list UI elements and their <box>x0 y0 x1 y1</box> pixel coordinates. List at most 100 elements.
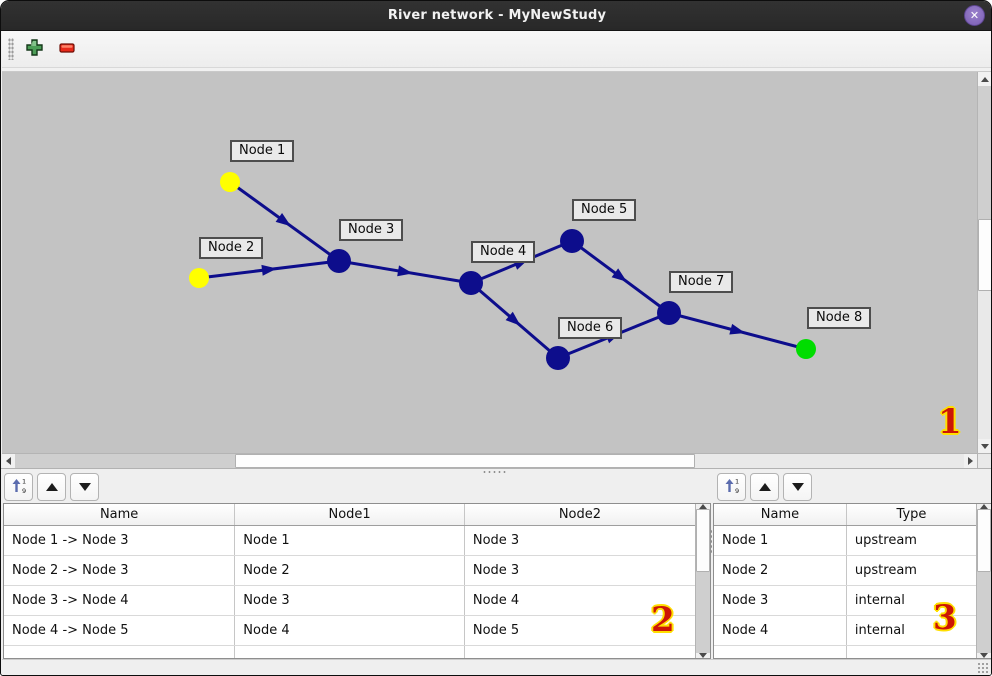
sort-ascending-icon: 1 9 <box>11 477 27 497</box>
column-header[interactable]: Type <box>846 504 976 526</box>
scroll-track[interactable] <box>978 86 991 219</box>
toolbar-grip-handle[interactable] <box>8 38 14 60</box>
scroll-thumb[interactable] <box>978 219 991 291</box>
node-internal[interactable] <box>546 346 570 370</box>
triangle-down-icon <box>78 483 91 491</box>
column-header[interactable]: Node1 <box>234 504 465 526</box>
splitter-handle-icon[interactable] <box>482 470 508 474</box>
scroll-track[interactable] <box>977 572 991 653</box>
scroll-track[interactable] <box>15 454 235 468</box>
nodes-move-down-button[interactable] <box>783 473 812 501</box>
scroll-down-button[interactable] <box>977 653 991 658</box>
table-cell[interactable] <box>464 645 695 658</box>
scroll-down-button[interactable] <box>978 439 991 453</box>
scroll-track[interactable] <box>695 454 964 468</box>
triangle-up-icon <box>981 76 989 82</box>
plus-icon <box>25 39 43 59</box>
resize-grip-icon[interactable] <box>977 662 988 673</box>
table-cell[interactable]: Node 4 <box>234 615 465 646</box>
scroll-up-button[interactable] <box>978 72 991 86</box>
main-toolbar <box>2 31 991 67</box>
reaches-table-scrollbar[interactable] <box>695 504 710 658</box>
triangle-up-icon <box>45 483 58 491</box>
canvas-horizontal-scrollbar[interactable] <box>2 453 977 468</box>
table-cell[interactable]: Node 1 <box>234 525 465 556</box>
node-internal[interactable] <box>560 229 584 253</box>
remove-node-button[interactable] <box>55 37 79 61</box>
add-node-button[interactable] <box>22 37 46 61</box>
column-header[interactable]: Name <box>4 504 236 526</box>
scroll-up-button[interactable] <box>977 504 991 509</box>
reaches-sort-button[interactable]: 1 9 <box>4 473 33 501</box>
table-cell[interactable]: Node 2 <box>234 555 465 586</box>
table-cell[interactable]: Node 4 -> Node 5 <box>4 615 236 646</box>
scroll-down-button[interactable] <box>696 653 710 658</box>
table-cell[interactable] <box>4 645 236 658</box>
table-cell[interactable]: internal <box>846 615 976 646</box>
nodes-move-up-button[interactable] <box>750 473 779 501</box>
column-header[interactable]: Name <box>714 504 847 526</box>
scroll-thumb[interactable] <box>235 454 695 468</box>
node-upstream[interactable] <box>189 268 209 288</box>
scroll-thumb[interactable] <box>977 509 991 572</box>
table-cell[interactable] <box>714 645 847 658</box>
canvas-vertical-scrollbar[interactable] <box>977 72 991 453</box>
table-cell[interactable]: Node 3 <box>464 555 695 586</box>
table-cell[interactable]: Node 3 <box>464 525 695 556</box>
node-internal[interactable] <box>459 271 483 295</box>
table-cell[interactable]: upstream <box>846 525 976 556</box>
table-cell[interactable]: Node 2 <box>714 555 847 586</box>
scroll-left-button[interactable] <box>2 454 15 468</box>
table-cell[interactable]: Node 5 <box>464 615 695 646</box>
node-label: Node 4 <box>471 241 536 263</box>
window-title: River network - MyNewStudy <box>387 8 607 23</box>
nodes-sort-button[interactable]: 1 9 <box>717 473 746 501</box>
panel-splitter[interactable] <box>1 468 991 469</box>
table-cell[interactable]: Node 1 -> Node 3 <box>4 525 236 556</box>
node-internal[interactable] <box>657 301 681 325</box>
reaches-move-up-button[interactable] <box>37 473 66 501</box>
title-bar[interactable]: River network - MyNewStudy ✕ <box>1 1 991 31</box>
scroll-up-button[interactable] <box>696 504 710 509</box>
node-internal[interactable] <box>327 249 351 273</box>
table-cell[interactable]: internal <box>846 585 976 616</box>
scroll-track[interactable] <box>696 572 710 653</box>
close-button[interactable]: ✕ <box>964 5 985 26</box>
table-cell[interactable]: Node 4 <box>714 615 847 646</box>
table-cell[interactable] <box>234 645 465 658</box>
table-row[interactable] <box>4 645 695 658</box>
flow-direction-arrow-icon <box>505 311 521 326</box>
scroll-right-button[interactable] <box>964 454 977 468</box>
table-row[interactable] <box>714 645 976 658</box>
reaches-move-down-button[interactable] <box>70 473 99 501</box>
scroll-track[interactable] <box>978 291 991 439</box>
column-header[interactable]: Node2 <box>464 504 695 526</box>
scrollbar-corner <box>977 453 991 468</box>
table-cell[interactable]: Node 1 <box>714 525 847 556</box>
table-splitter-handle[interactable] <box>709 529 714 555</box>
table-cell[interactable]: Node 4 <box>464 585 695 616</box>
node-downstream[interactable] <box>796 339 816 359</box>
scroll-thumb[interactable] <box>696 509 710 572</box>
node-label: Node 8 <box>807 307 872 329</box>
table-cell[interactable]: Node 2 -> Node 3 <box>4 555 236 586</box>
table-cell[interactable]: Node 3 <box>714 585 847 616</box>
table-cell[interactable]: Node 3 <box>234 585 465 616</box>
table-cell[interactable]: upstream <box>846 555 976 586</box>
node-upstream[interactable] <box>220 172 240 192</box>
nodes-table-scrollbar[interactable] <box>976 504 991 658</box>
table-cell[interactable] <box>846 645 976 658</box>
table-cell[interactable]: Node 3 -> Node 4 <box>4 585 236 616</box>
